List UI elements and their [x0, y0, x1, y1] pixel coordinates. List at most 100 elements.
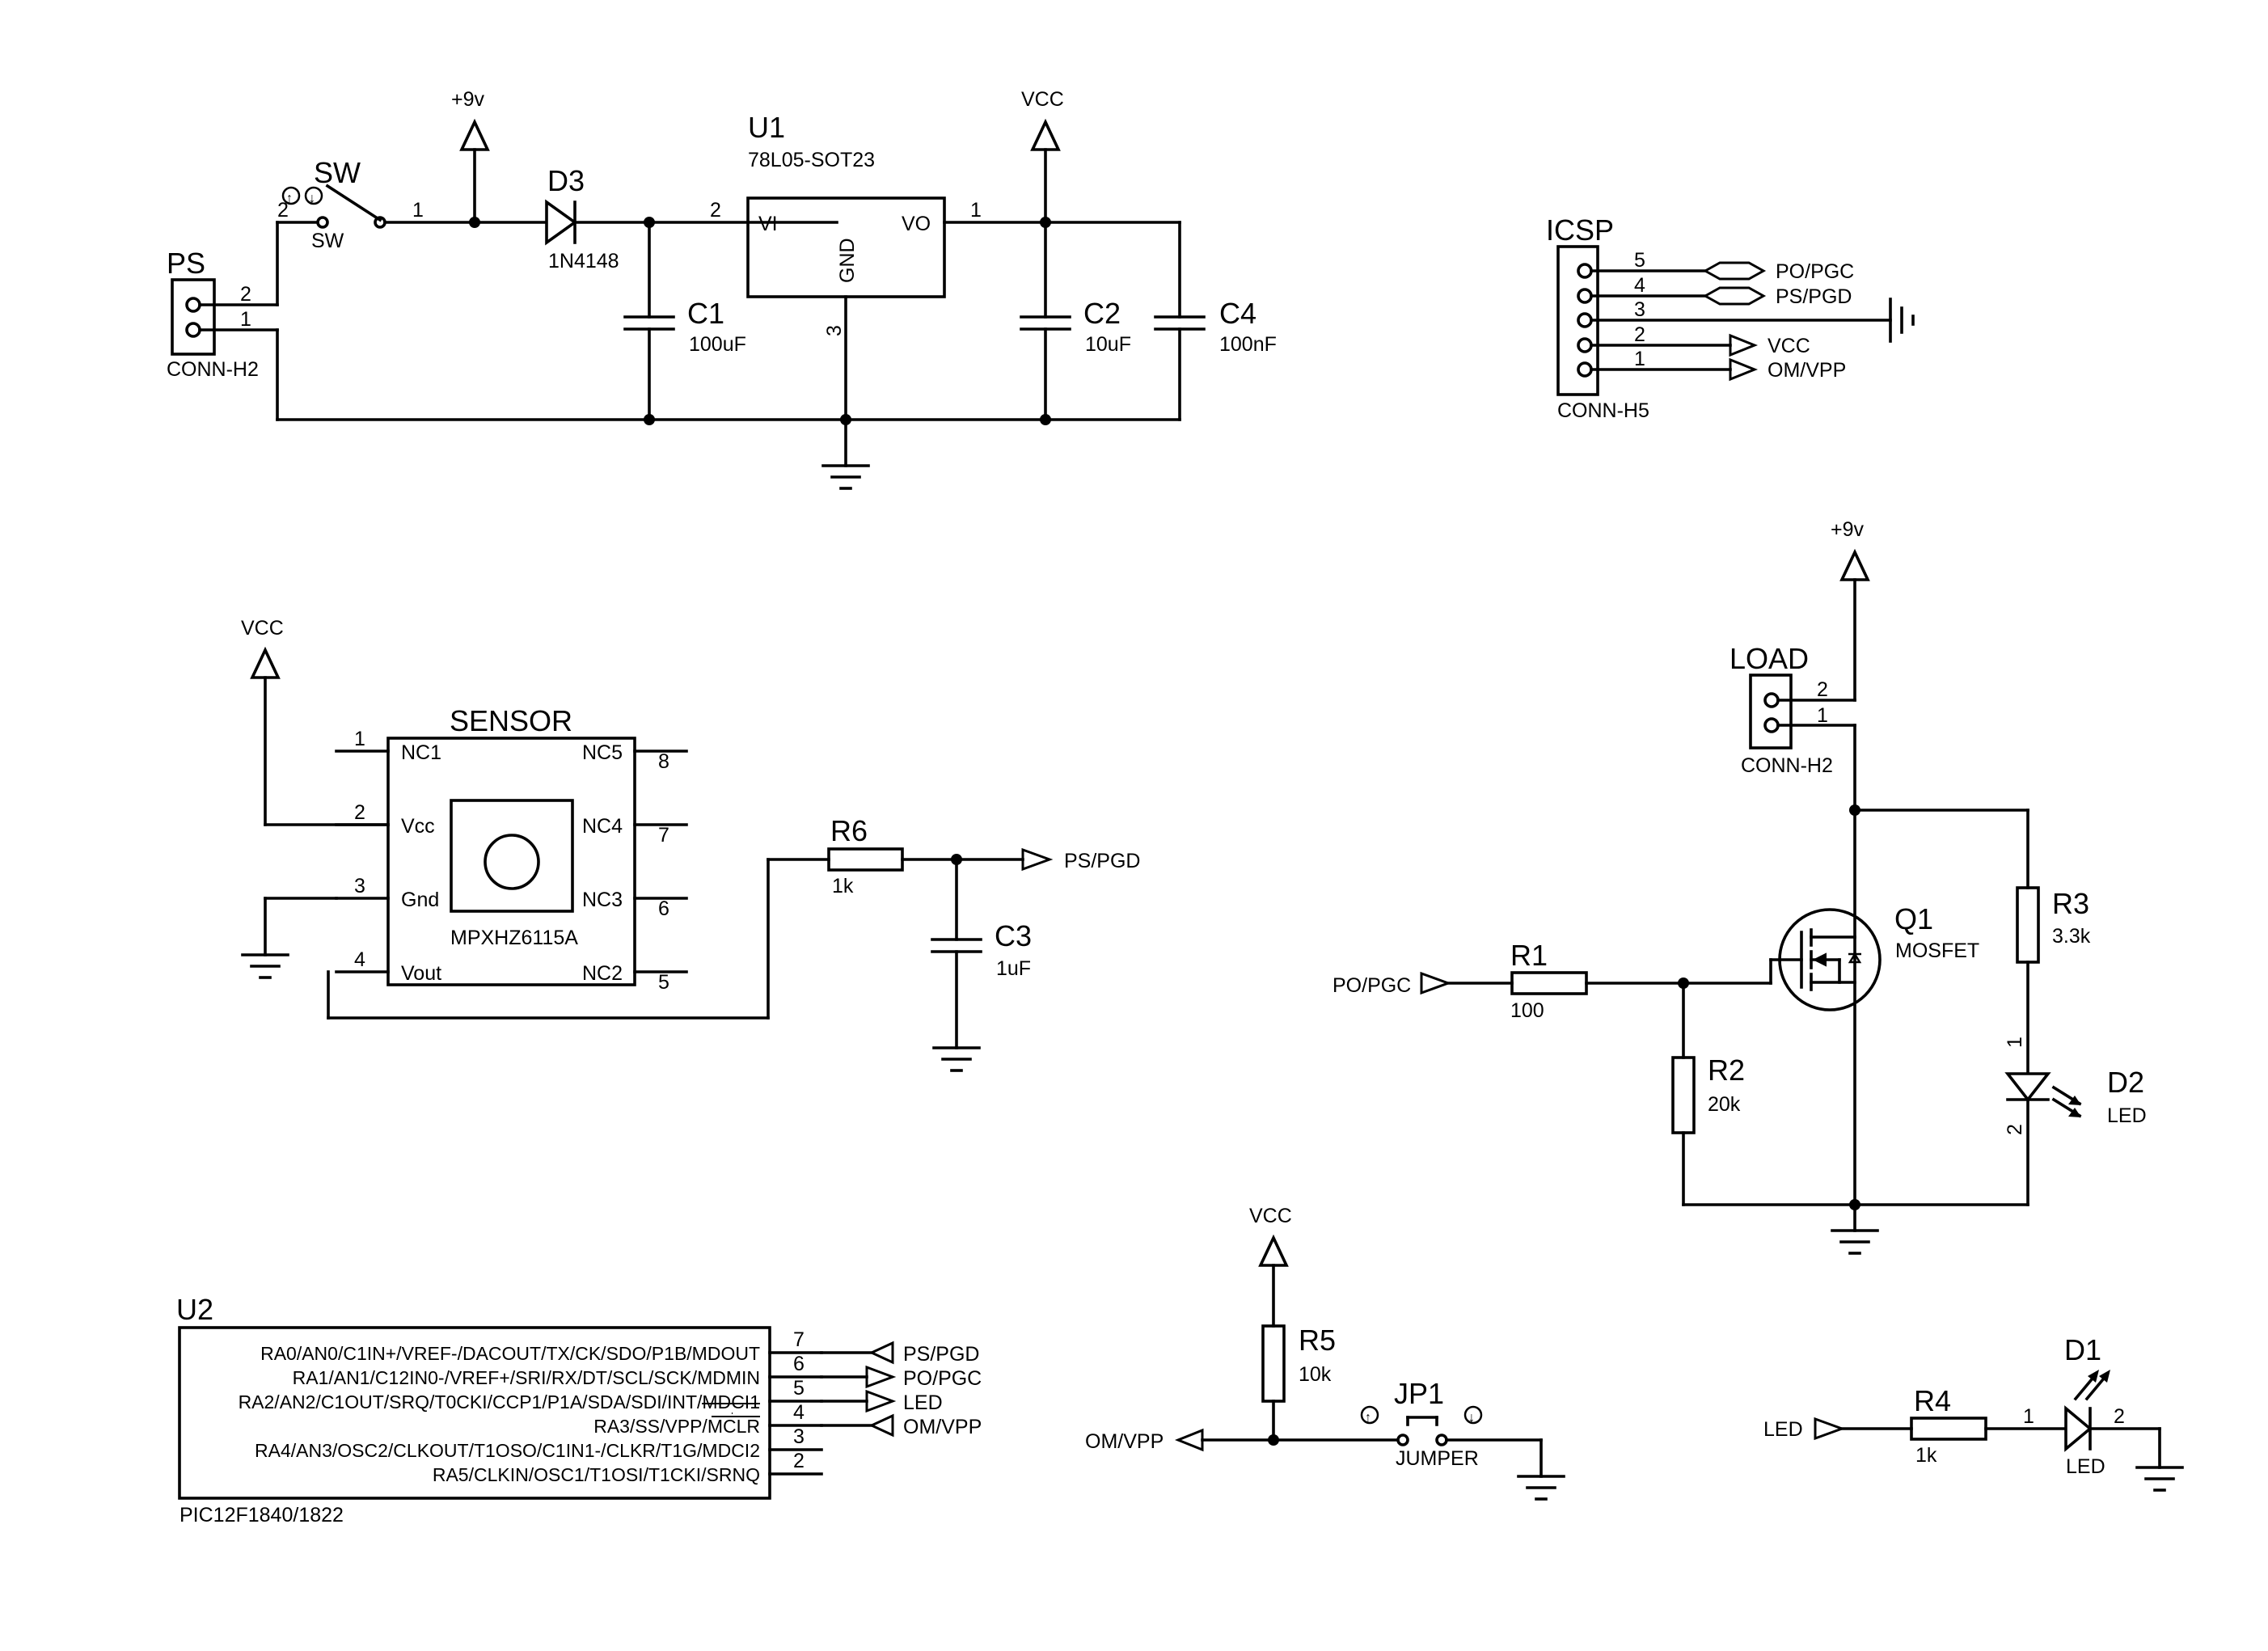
u2-net-vpp: OM/VPP: [903, 1416, 982, 1438]
icsp-pin-5: 5: [1634, 249, 1645, 272]
q1-mosfet: Q1 MOSFET: [1769, 902, 1979, 1011]
ps-connector: PS CONN-H2 2 1: [167, 247, 279, 381]
c4-value: 100nF: [1219, 333, 1277, 356]
r4-net: LED: [1763, 1418, 1803, 1441]
icsp-net-pgc: PO/PGC: [1776, 260, 1854, 283]
c3-value: 1uF: [996, 957, 1031, 980]
load-section: +9v LOAD CONN-H2 2 1 Q1 MOSFET PO/PGC R1…: [1333, 518, 2147, 1255]
sw-value: SW: [311, 230, 344, 252]
sw-switch: ↑ ↓ SW SW 2 1: [276, 156, 838, 306]
u2-net-pgc: PO/PGC: [903, 1367, 982, 1390]
load-pin1: 1: [1817, 704, 1828, 727]
power-vcc-reg: VCC: [1021, 88, 1064, 228]
r1-net: PO/PGC: [1333, 974, 1411, 997]
svg-text:↓: ↓: [309, 192, 315, 205]
r6-value: 1k: [832, 875, 854, 897]
sw-ref: SW: [314, 156, 361, 189]
u2-pin5: 5: [793, 1377, 805, 1400]
icsp-section: ICSP CONN-H5 5 4 3 2 1 PO/PGC PS/PGD VCC…: [1546, 213, 1915, 422]
d1-pin2: 2: [2114, 1405, 2125, 1428]
r6-net: PS/PGD: [1064, 850, 1140, 872]
sensor-pin-nc4: NC4: [582, 815, 623, 838]
sensor-pin-vcc: Vcc: [401, 815, 435, 838]
r1-value: 100: [1510, 999, 1544, 1022]
c4-capacitor: C4 100nF: [1154, 221, 1277, 421]
power-9v-load: +9v: [1831, 518, 1869, 702]
svg-text:↑: ↑: [1365, 1411, 1371, 1425]
u1-value: 78L05-SOT23: [748, 149, 875, 171]
r6-ref: R6: [830, 814, 868, 847]
u2-net-led: LED: [903, 1391, 943, 1414]
d1-pin1: 1: [2023, 1405, 2034, 1428]
c1-capacitor: C1 100uF: [623, 221, 746, 425]
d1-ref: D1: [2064, 1333, 2101, 1366]
sensor-pin-nc5: NC5: [582, 741, 623, 764]
power-vcc-r5-label: VCC: [1249, 1205, 1292, 1227]
u2-pin-ra4-label: RA4/AN3/OSC2/CLKOUT/T1OSO/C1IN1-/CLKR/T1…: [255, 1440, 760, 1461]
sensor-pin-nc3: NC3: [582, 889, 623, 911]
c3-ref: C3: [995, 919, 1032, 952]
icsp-pin-4: 4: [1634, 274, 1645, 297]
ps-value: CONN-H2: [167, 358, 259, 381]
sensor-part: MPXHZ6115A: [450, 927, 578, 949]
u1-regulator: VI VO GND U1 78L05-SOT23 2 1 3: [710, 111, 982, 490]
sensor-pin-nc2: NC2: [582, 962, 623, 985]
d2-ref: D2: [2107, 1066, 2144, 1099]
icsp-net-vcc: VCC: [1768, 335, 1810, 357]
c2-value: 10uF: [1085, 333, 1131, 356]
ps-ref: PS: [167, 247, 205, 280]
power-vcc-reg-label: VCC: [1021, 88, 1064, 111]
r5-value: 10k: [1299, 1363, 1332, 1386]
u2-pin3: 3: [793, 1425, 805, 1448]
u2-pin-ra3-label: RA3/SS/VPP/MCLR: [593, 1416, 760, 1437]
u2-pin2: 2: [793, 1450, 805, 1472]
sensor-pin-7: 7: [658, 824, 669, 847]
icsp-ref: ICSP: [1546, 213, 1614, 247]
r5-net: OM/VPP: [1085, 1430, 1164, 1453]
r5-ref: R5: [1299, 1324, 1336, 1357]
load-pin2: 2: [1817, 678, 1828, 701]
icsp-net-pgd: PS/PGD: [1776, 285, 1852, 308]
u2-section: U2 PIC12F1840/1822 RA0/AN0/C1IN+/VREF-/D…: [176, 1293, 982, 1526]
u2-pin-ra1-label: RA1/AN1/C12IN0-/VREF+/SRI/RX/DT/SCL/SCK/…: [293, 1367, 760, 1388]
power-vcc-r5: VCC: [1249, 1205, 1292, 1328]
sensor-pin-gnd: Gnd: [401, 889, 439, 911]
sensor-pin-vout: Vout: [401, 962, 441, 985]
c1-value: 100uF: [689, 333, 746, 356]
u2-pin4: 4: [793, 1401, 805, 1424]
sw-pin1: 1: [412, 199, 424, 222]
r4-value: 1k: [1915, 1444, 1937, 1467]
u2-pin7: 7: [793, 1328, 805, 1351]
icsp-value: CONN-H5: [1557, 399, 1649, 422]
led-section: LED R4 1k 1 D1 LED 2: [1763, 1333, 2184, 1492]
q1-value: MOSFET: [1895, 940, 1979, 962]
load-value: CONN-H2: [1741, 754, 1833, 777]
sensor-pin-5: 5: [658, 971, 669, 994]
d2-value: LED: [2107, 1104, 2147, 1127]
ps-pin1: 1: [240, 308, 251, 331]
power-9v-load-label: +9v: [1831, 518, 1865, 541]
d3-ref: D3: [547, 164, 585, 197]
jp1-value: JUMPER: [1396, 1447, 1479, 1470]
r3-ref: R3: [2052, 887, 2089, 920]
d1-value: LED: [2066, 1455, 2105, 1478]
icsp-pin-1: 1: [1634, 348, 1645, 370]
u2-ref: U2: [176, 1293, 213, 1326]
load-ref: LOAD: [1730, 642, 1809, 675]
u1-pin-vo: 1: [970, 199, 982, 222]
c1-ref: C1: [687, 297, 724, 330]
r5-jumper-section: VCC R5 10k OM/VPP ↑ ↓ JP1 JUMPER: [1085, 1205, 1565, 1501]
sensor-ref: SENSOR: [450, 704, 572, 737]
u1-gnd: GND: [836, 238, 859, 283]
icsp-pin-2: 2: [1634, 323, 1645, 346]
r1-ref: R1: [1510, 939, 1548, 972]
u2-pin-ra5-label: RA5/CLKIN/OSC1/T1OSI/T1CKI/SRNQ: [433, 1464, 760, 1485]
jp1-ref: JP1: [1394, 1377, 1444, 1410]
u2-net-pgd: PS/PGD: [903, 1343, 979, 1366]
icsp-pin-3: 3: [1634, 298, 1645, 321]
power-9v-top: +9v: [451, 88, 489, 228]
power-vcc-sensor-label: VCC: [241, 617, 284, 640]
c2-ref: C2: [1083, 297, 1121, 330]
power-supply-section: PS CONN-H2 2 1 ↑ ↓ SW SW 2 1 +9v D3 1N41…: [167, 88, 1277, 490]
d2-pin2: 2: [2004, 1124, 2026, 1135]
